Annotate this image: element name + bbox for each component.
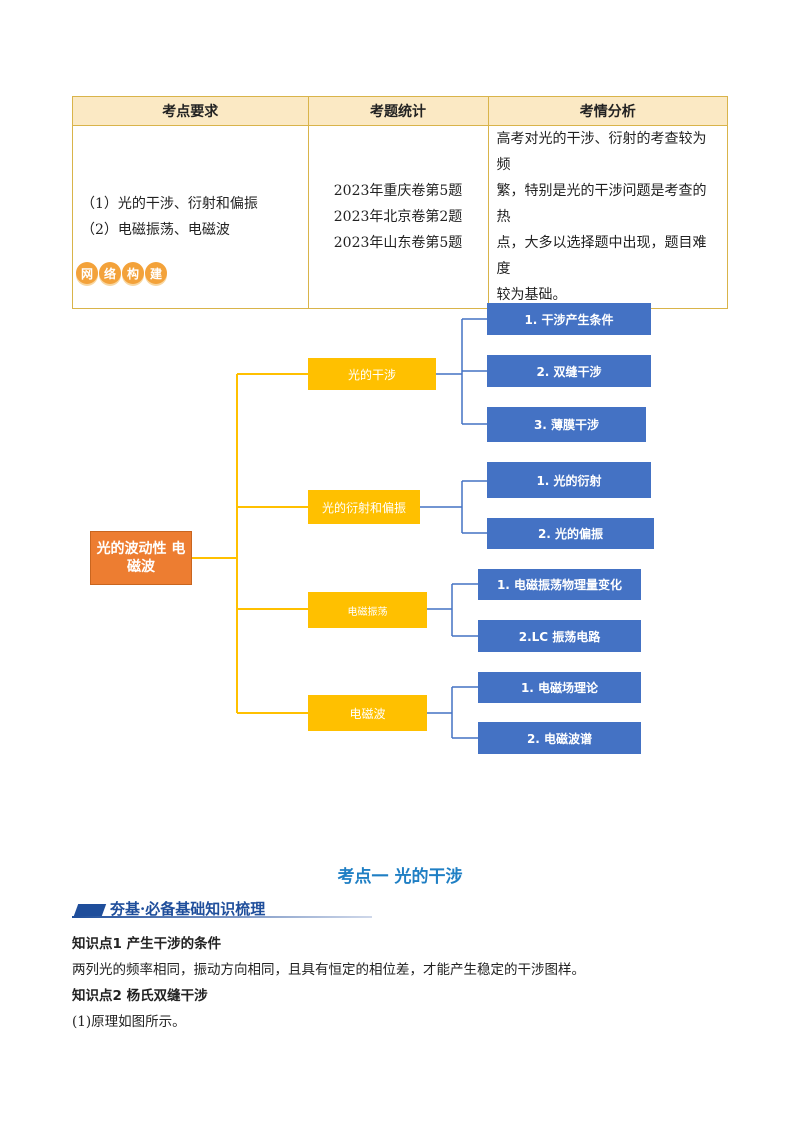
analysis-line: 点，大多以选择题中出现，题目难度: [496, 235, 707, 277]
leaf-polarization: 2. 光的偏振: [487, 518, 654, 549]
section-title: 考点一 光的干涉: [337, 867, 463, 887]
exam-requirements-table: 考点要求 考题统计 考情分析 （1）光的干涉、衍射和偏振 （2）电磁振荡、电磁波…: [72, 96, 729, 309]
header-statistics: 考题统计: [307, 96, 489, 126]
analysis-cell: 高考对光的干涉、衍射的考查较为频 繁，特别是光的干涉问题是考查的热 点，大多以选…: [487, 125, 729, 309]
banner-bar: [73, 904, 107, 916]
badge-char: 构: [122, 262, 144, 284]
mind-map-connectors: [192, 318, 487, 739]
statistic-item: 2023年重庆卷第5题: [333, 183, 463, 199]
requirement-item: （2）电磁振荡、电磁波: [81, 222, 230, 238]
branch-em-wave: 电磁波: [308, 695, 427, 731]
knowledge-point-1-body: 两列光的频率相同，振动方向相同，且具有恒定的相位差，才能产生稳定的干涉图样。: [72, 962, 585, 978]
header-analysis: 考情分析: [487, 96, 729, 126]
leaf-double-slit: 2. 双缝干涉: [487, 355, 651, 387]
statistic-item: 2023年山东卷第5题: [333, 235, 463, 251]
branch-diffraction-polarization: 光的衍射和偏振: [308, 490, 420, 524]
analysis-line: 繁，特别是光的干涉问题是考查的热: [496, 183, 707, 225]
network-construction-badge: 网 络 构 建: [76, 262, 167, 284]
header-requirements: 考点要求: [72, 96, 309, 126]
leaf-em-spectrum: 2. 电磁波谱: [478, 722, 641, 754]
badge-char: 网: [76, 262, 98, 284]
badge-char: 建: [145, 262, 167, 284]
leaf-diffraction: 1. 光的衍射: [487, 462, 651, 498]
leaf-thin-film: 3. 薄膜干涉: [487, 407, 646, 442]
banner-text: 夯基·必备基础知识梳理: [110, 900, 266, 918]
statistic-item: 2023年北京卷第2题: [333, 209, 463, 225]
leaf-em-field-theory: 1. 电磁场理论: [478, 672, 641, 703]
analysis-line: 较为基础。: [496, 287, 567, 303]
badge-char: 络: [99, 262, 121, 284]
knowledge-point-2-title: 知识点2 杨氏双缝干涉: [72, 988, 208, 1004]
statistics-cell: 2023年重庆卷第5题 2023年北京卷第2题 2023年山东卷第5题: [307, 125, 489, 309]
root-node: 光的波动性 电磁波: [90, 531, 192, 585]
banner-rule: [72, 916, 372, 918]
section-banner: 夯基·必备基础知识梳理: [72, 896, 372, 920]
leaf-lc-circuit: 2.LC 振荡电路: [478, 620, 641, 652]
leaf-interference-conditions: 1. 干涉产生条件: [487, 303, 651, 335]
branch-interference: 光的干涉: [308, 358, 436, 390]
knowledge-point-2-body: (1)原理如图所示。: [72, 1014, 186, 1030]
requirement-item: （1）光的干涉、衍射和偏振: [81, 196, 258, 212]
mind-map: 光的波动性 电磁波 光的干涉 光的衍射和偏振 电磁振荡 电磁波 1. 干涉产生条…: [0, 290, 800, 770]
knowledge-point-1-title: 知识点1 产生干涉的条件: [72, 936, 222, 952]
branch-em-oscillation: 电磁振荡: [308, 592, 427, 628]
leaf-em-oscillation-quantities: 1. 电磁振荡物理量变化: [478, 569, 641, 600]
analysis-line: 高考对光的干涉、衍射的考查较为频: [496, 131, 707, 173]
